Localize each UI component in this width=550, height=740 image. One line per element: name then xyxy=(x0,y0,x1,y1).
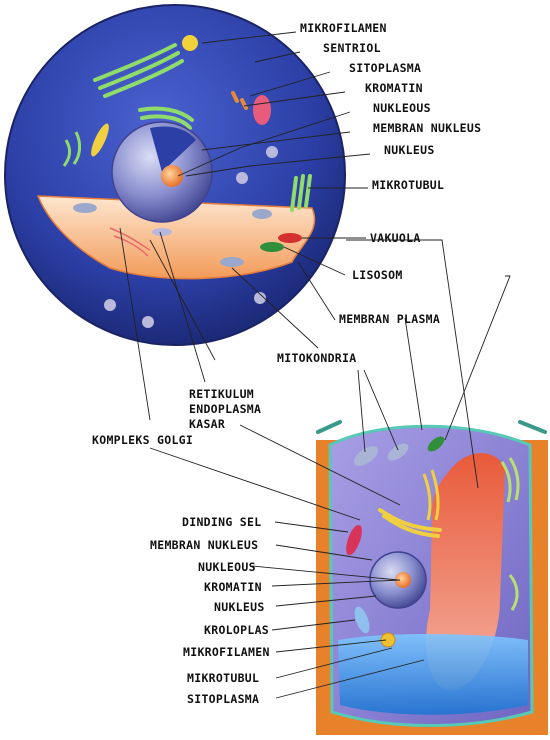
animal-cell: MIKROFILAMEN SENTRIOL SITOPLASMA KROMATI… xyxy=(5,5,481,447)
sentriol-shape xyxy=(182,35,198,51)
label-endoplasma: ENDOPLASMA xyxy=(189,402,261,416)
label-nukleous-plant: NUKLEOUS xyxy=(198,560,256,574)
nucleolus xyxy=(161,165,183,187)
label-membran-nukleus: MEMBRAN NUKLEUS xyxy=(373,121,481,135)
label-kasar: KASAR xyxy=(189,417,225,431)
vesicle xyxy=(73,203,97,213)
label-kromatin: KROMATIN xyxy=(365,81,423,95)
label-sentriol: SENTRIOL xyxy=(323,41,381,55)
label-mikrotubul-plant: MIKROTUBUL xyxy=(187,671,259,685)
red-vesicle xyxy=(253,95,271,125)
label-mikrofilamen: MIKROFILAMEN xyxy=(300,21,387,35)
vesicle xyxy=(152,228,172,236)
vesicle xyxy=(266,146,278,158)
label-membran-plasma: MEMBRAN PLASMA xyxy=(339,312,440,326)
label-mikrofilamen-plant: MIKROFILAMEN xyxy=(183,645,270,659)
label-vakuola: VAKUOLA xyxy=(370,231,421,245)
vesicle xyxy=(104,299,116,311)
vesicle xyxy=(252,209,272,219)
label-mitokondria: MITOKONDRIA xyxy=(277,351,356,365)
label-kroloplas: KROLOPLAS xyxy=(204,623,269,637)
label-nukleus-plant: NUKLEUS xyxy=(214,600,265,614)
label-retikulum: RETIKULUM xyxy=(189,387,254,401)
label-kromatin-plant: KROMATIN xyxy=(204,580,262,594)
vakuola-shape xyxy=(278,233,302,243)
vesicle xyxy=(220,257,244,267)
label-nukleous: NUKLEOUS xyxy=(373,101,431,115)
lisosom-shape xyxy=(260,242,284,252)
label-lisosom: LISOSOM xyxy=(352,268,403,282)
label-nukleus: NUKLEUS xyxy=(384,143,435,157)
label-sitoplasma-plant: SITOPLASMA xyxy=(187,692,259,706)
label-membran-nukleus-plant: MEMBRAN NUKLEUS xyxy=(150,538,258,552)
label-dinding-sel: DINDING SEL xyxy=(182,515,261,529)
vesicle xyxy=(236,172,248,184)
label-sitoplasma: SITOPLASMA xyxy=(349,61,421,75)
label-mikrotubul: MIKROTUBUL xyxy=(372,178,444,192)
label-kompleks-golgi: KOMPLEKS GOLGI xyxy=(92,433,193,447)
vesicle xyxy=(142,316,154,328)
